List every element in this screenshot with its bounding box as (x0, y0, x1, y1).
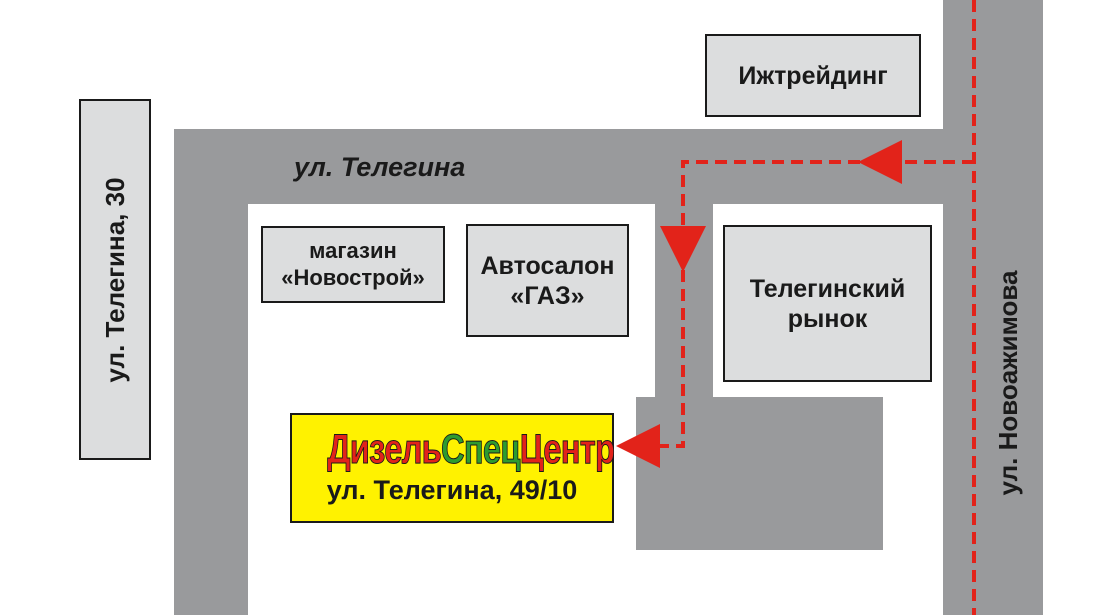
building-novostroy-line-1: магазин (309, 238, 397, 264)
target-location-sign: ДизельСпецЦентр ул. Телегина, 49/10 (290, 413, 616, 523)
building-izhtrading-label: Ижтрейдинг (738, 61, 888, 90)
company-name-part-1: Дизель (327, 425, 442, 472)
route-path-to-target (660, 160, 974, 448)
building-gaz-dealership: Автосалон «ГАЗ» (466, 224, 629, 337)
building-gaz-line-1: Автосалон (480, 251, 615, 280)
road-lot-area (636, 397, 883, 550)
building-telegina-30: ул. Телегина, 30 (79, 99, 151, 460)
company-name-part-3: Центр (519, 425, 615, 472)
building-novostroy-store: магазин «Новострой» (261, 226, 445, 303)
road-telegina-west-branch (174, 129, 248, 615)
building-gaz-line-2: «ГАЗ» (510, 281, 585, 310)
building-telegin-market: Телегинский рынок (723, 225, 932, 382)
route-arrow-down-icon (660, 226, 706, 272)
route-arrow-target-icon (616, 424, 660, 468)
building-market-line-2: рынок (787, 304, 868, 333)
route-arrow-left-icon (858, 140, 902, 184)
company-address: ул. Телегина, 49/10 (326, 475, 578, 505)
company-name-part-2: Спец (441, 425, 521, 472)
road-novoazhimova (943, 0, 1043, 615)
street-label-telegina: ул. Телегина (294, 152, 466, 182)
building-izhtrading: Ижтрейдинг (705, 34, 921, 117)
building-novostroy-line-2: «Новострой» (281, 264, 425, 290)
company-name: ДизельСпецЦентр (327, 425, 616, 472)
building-market-line-1: Телегинский (749, 274, 906, 303)
